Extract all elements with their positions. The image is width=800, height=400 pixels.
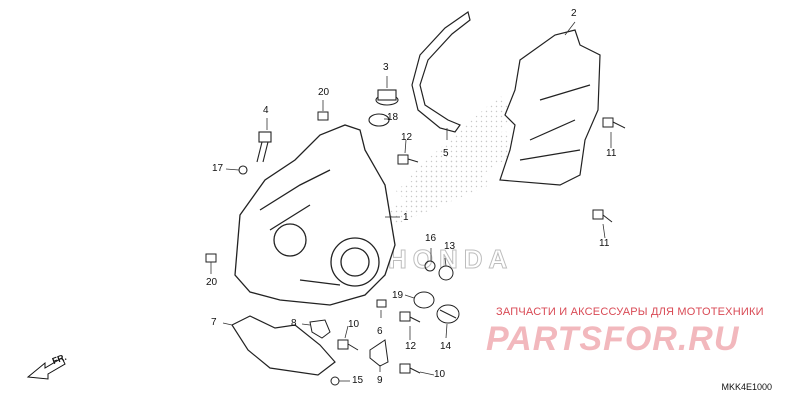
callout-10-lower: 10 bbox=[434, 369, 446, 380]
callout-2: 2 bbox=[571, 8, 577, 19]
callout-9: 9 bbox=[377, 375, 383, 386]
honda-wing-watermark: HONDA bbox=[385, 95, 520, 275]
callout-4: 4 bbox=[263, 105, 269, 116]
callout-15: 15 bbox=[352, 375, 364, 386]
callout-1: 1 bbox=[403, 212, 409, 223]
callout-11-upper: 11 bbox=[606, 148, 617, 159]
part-10-bolt-lower bbox=[399, 363, 421, 374]
part-10-bolt-upper bbox=[337, 339, 359, 351]
part-18-o-ring bbox=[368, 113, 390, 127]
part-6-clip bbox=[376, 299, 387, 308]
callout-14: 14 bbox=[440, 341, 452, 352]
callout-17: 17 bbox=[212, 163, 224, 174]
part-12-bolt-lower bbox=[399, 311, 421, 323]
part-1-crankcase-cover bbox=[234, 124, 396, 306]
part-14-cap bbox=[436, 304, 460, 324]
callout-18: 18 bbox=[387, 112, 399, 123]
callout-11-lower: 11 bbox=[599, 238, 610, 249]
part-3-oil-filler-cap bbox=[375, 89, 399, 106]
part-12-bolt-upper bbox=[397, 154, 419, 165]
watermark-caption: ЗАПЧАСТИ И АКСЕССУАРЫ ДЛЯ МОТОТЕХНИКИ bbox=[496, 306, 764, 318]
callout-20-lower: 20 bbox=[206, 277, 218, 288]
part-11-bolt-lower bbox=[592, 209, 613, 223]
front-arrow-icon bbox=[26, 357, 66, 380]
part-17-washer bbox=[238, 165, 248, 175]
leader-lines bbox=[210, 21, 612, 382]
part-19-o-ring bbox=[413, 291, 435, 309]
diagram-code: MKK4E1000 bbox=[721, 382, 772, 392]
callout-6: 6 bbox=[377, 326, 383, 337]
callout-20-upper: 20 bbox=[318, 87, 330, 98]
callout-12-upper: 12 bbox=[401, 132, 413, 143]
callout-16: 16 bbox=[425, 233, 437, 244]
callout-7: 7 bbox=[211, 317, 217, 328]
callout-3: 3 bbox=[383, 62, 389, 73]
callout-10-upper: 10 bbox=[348, 319, 360, 330]
part-20-dowel-pin-top bbox=[317, 111, 329, 121]
watermark-logo: PARTSFOR.RU bbox=[486, 320, 740, 358]
part-11-bolt-upper bbox=[602, 117, 626, 129]
part-4-bolt bbox=[256, 131, 272, 163]
part-8-stay bbox=[309, 319, 331, 339]
callout-5: 5 bbox=[443, 148, 449, 159]
callout-8: 8 bbox=[291, 318, 297, 329]
part-2-cover bbox=[499, 29, 601, 186]
part-7-guard bbox=[231, 315, 336, 376]
part-20-dowel-pin-bottom bbox=[205, 253, 217, 263]
callout-19: 19 bbox=[392, 290, 404, 301]
part-15-bolt bbox=[330, 376, 340, 386]
callout-12-lower: 12 bbox=[405, 341, 417, 352]
callout-13: 13 bbox=[444, 241, 456, 252]
part-13-cap bbox=[438, 265, 454, 281]
part-9-stay bbox=[369, 339, 389, 367]
part-5-bracket bbox=[411, 11, 471, 133]
part-16-o-ring bbox=[424, 260, 436, 272]
